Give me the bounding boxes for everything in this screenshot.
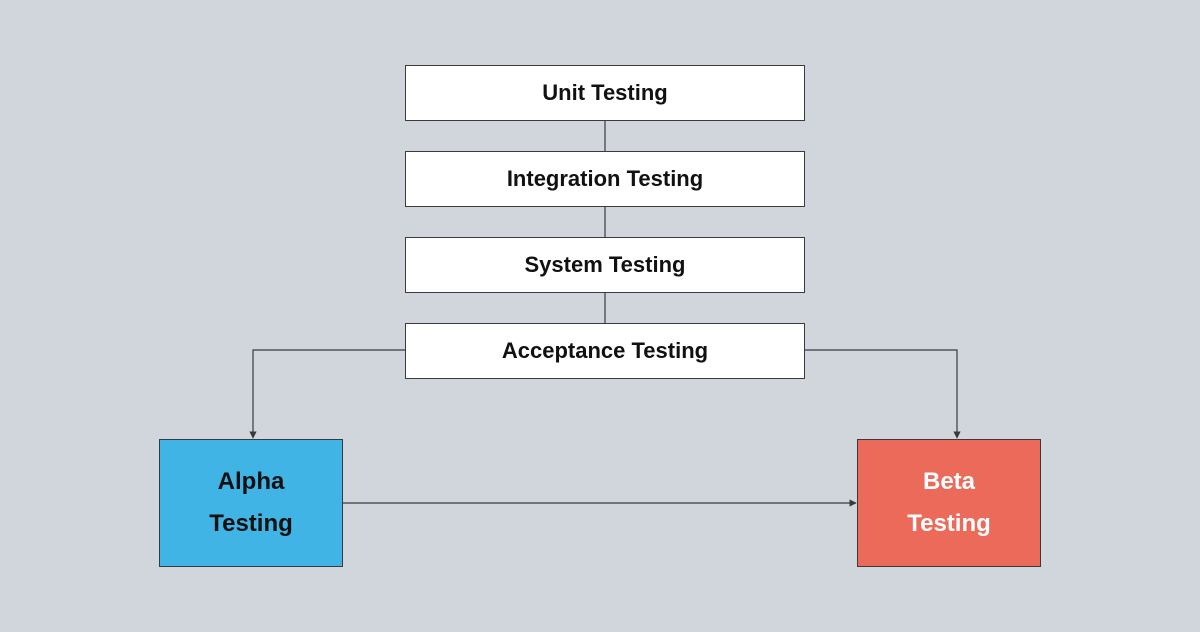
integration-testing-label: Integration Testing [506,166,704,191]
acceptance-testing-label: Acceptance Testing [501,338,709,363]
unit-testing-label: Unit Testing [542,80,668,105]
integration-testing-box: Integration Testing [405,151,805,207]
system-testing-box: System Testing [405,237,805,293]
acceptance-testing-box: Acceptance Testing [405,323,805,379]
alpha-testing-box: Alpha Testing [159,439,343,567]
unit-testing-box: Unit Testing [405,65,805,121]
arrow-acceptance-to-alpha [249,349,405,439]
alpha-testing-label: Alpha Testing [209,468,293,537]
arrow-acceptance-to-beta [805,349,961,439]
beta-testing-label: Beta Testing [907,468,991,537]
system-testing-label: System Testing [524,252,686,277]
beta-testing-box: Beta Testing [857,439,1041,567]
